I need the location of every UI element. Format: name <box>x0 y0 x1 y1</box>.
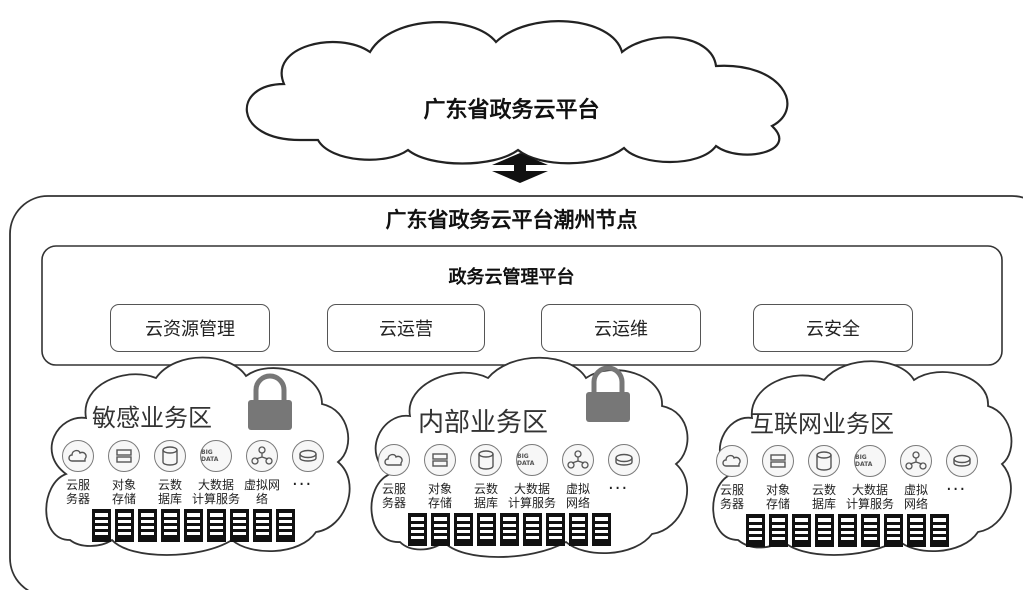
zone-title-internet: 互联网业务区 <box>750 410 894 438</box>
server-icon <box>115 509 134 542</box>
server-icon <box>207 509 226 542</box>
server-icon <box>230 509 249 542</box>
server-icon <box>523 513 542 546</box>
zone-service-label: 对象 存储 <box>111 478 136 506</box>
server-cloud-icon <box>716 445 748 477</box>
server-icon <box>92 509 111 542</box>
server-icon <box>161 509 180 542</box>
server-icon <box>815 514 834 547</box>
server-icon <box>454 513 473 546</box>
zone-service-label: 云服 务器 <box>719 483 744 511</box>
node-title: 广东省政务云平台潮州节点 <box>385 208 638 232</box>
zone-service-label: 云服 务器 <box>381 482 406 510</box>
zone-service-label: 虚拟网 络 <box>243 478 280 506</box>
server-icon <box>746 514 765 547</box>
server-icon <box>138 509 157 542</box>
server-icon <box>477 513 496 546</box>
zone-service-label: 云数 据库 <box>157 478 182 506</box>
object-storage-icon <box>424 444 456 476</box>
service-maintenance: 云运维 <box>541 304 701 352</box>
service-security: 云安全 <box>753 304 913 352</box>
server-icon <box>253 509 272 542</box>
zone-title-sensitive: 敏感业务区 <box>92 404 212 432</box>
big-data-badge: BIG DATA <box>517 453 535 467</box>
zone-service-label: 对象 存储 <box>427 482 452 510</box>
service-resource-management: 云资源管理 <box>110 304 270 352</box>
top-cloud-shape <box>245 20 789 165</box>
network-icon <box>246 440 278 472</box>
server-cloud-icon <box>62 440 94 472</box>
top-cloud-title: 广东省政务云平台 <box>423 98 600 123</box>
service-operation: 云运营 <box>327 304 485 352</box>
server-icon <box>792 514 811 547</box>
server-icon <box>769 514 788 547</box>
zone-service-label: 对象 存储 <box>765 483 790 511</box>
network-icon <box>900 445 932 477</box>
big-data-icon: BIG DATA <box>516 444 548 476</box>
database-icon <box>154 440 186 472</box>
big-data-icon: BIG DATA <box>200 440 232 472</box>
zone-service-label: 大数据 计算服务 <box>845 483 894 511</box>
double-arrow-icon <box>492 153 548 183</box>
server-icon <box>930 514 949 547</box>
database-icon <box>808 445 840 477</box>
server-rack <box>408 513 611 546</box>
more-services-indicator: ··· <box>608 478 629 499</box>
big-data-badge: BIG DATA <box>201 449 219 463</box>
server-rack <box>746 514 949 547</box>
object-storage-icon <box>762 445 794 477</box>
server-icon <box>838 514 857 547</box>
zone-service-label: 云数 据库 <box>811 483 836 511</box>
disk-icon <box>608 444 640 476</box>
server-icon <box>500 513 519 546</box>
server-icon <box>546 513 565 546</box>
lock-icon <box>248 373 292 430</box>
server-icon <box>276 509 295 542</box>
server-icon <box>431 513 450 546</box>
server-icon <box>569 513 588 546</box>
node-container <box>9 195 1023 590</box>
server-rack <box>92 509 295 542</box>
server-icon <box>408 513 427 546</box>
network-icon <box>562 444 594 476</box>
server-icon <box>884 514 903 547</box>
server-icon <box>184 509 203 542</box>
zone-service-label: 大数据 计算服务 <box>507 482 556 510</box>
disk-icon <box>292 440 324 472</box>
zone-service-label: 云服 务器 <box>65 478 90 506</box>
big-data-icon: BIG DATA <box>854 445 886 477</box>
zone-service-label: 云数 据库 <box>473 482 498 510</box>
zone-service-label: 大数据 计算服务 <box>191 478 240 506</box>
server-icon <box>861 514 880 547</box>
more-services-indicator: ··· <box>946 479 967 500</box>
zone-service-label: 虚拟 网络 <box>565 482 590 510</box>
management-platform-title: 政务云管理平台 <box>448 267 575 288</box>
more-services-indicator: ··· <box>292 474 313 495</box>
object-storage-icon <box>108 440 140 472</box>
database-icon <box>470 444 502 476</box>
server-icon <box>907 514 926 547</box>
zone-service-label: 虚拟 网络 <box>903 483 928 511</box>
server-cloud-icon <box>378 444 410 476</box>
server-icon <box>592 513 611 546</box>
zone-title-internal: 内部业务区 <box>418 408 549 438</box>
lock-icon <box>586 365 630 422</box>
disk-icon <box>946 445 978 477</box>
big-data-badge: BIG DATA <box>855 454 873 468</box>
